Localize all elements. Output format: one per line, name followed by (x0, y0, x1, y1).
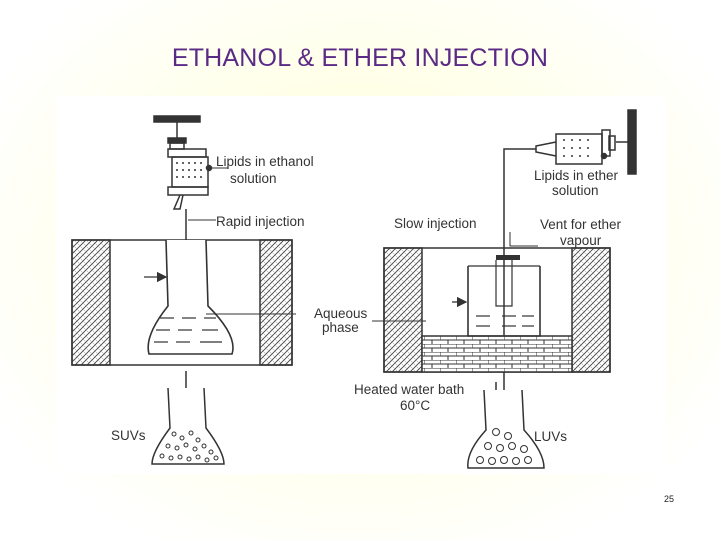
slow-injection-label: Slow injection (394, 216, 477, 231)
aqueous-label-1: Aqueous (314, 306, 368, 321)
ether-beaker (467, 266, 541, 337)
lipids-ethanol-label-2: solution (230, 171, 277, 186)
aqueous-label-2: phase (322, 320, 359, 335)
ether-beaker-liquid (476, 315, 534, 327)
lipids-ether-label-2: solution (552, 183, 599, 198)
luvs-label: LUVs (534, 429, 567, 444)
vent-pointer (509, 232, 538, 247)
ethanol-flask (147, 239, 234, 355)
diagram-panel: Lipids in ethanol solution Rapid injecti… (56, 96, 666, 474)
page-number: 25 (664, 494, 675, 504)
water-bath-label-2: 60°C (400, 398, 430, 413)
vent-label-2: vapour (560, 233, 602, 248)
vent-label-1: Vent for ether (540, 217, 622, 232)
ether-inner-tube (495, 260, 513, 307)
ethanol-injection-setup: Lipids in ethanol solution Rapid injecti… (71, 115, 426, 465)
suvs-label: SUVs (111, 428, 146, 443)
ether-syringe (503, 109, 637, 396)
ether-bath-insulation-left (383, 247, 423, 373)
luvs-tube (467, 389, 545, 469)
ether-vent-stopper (496, 255, 520, 260)
ethanol-flask-liquid (154, 317, 222, 343)
ethanol-bath-insulation-left (71, 239, 111, 366)
water-bath-label-1: Heated water bath (354, 382, 464, 397)
ether-syringe-dots (563, 139, 589, 157)
heated-water-bath (421, 335, 573, 373)
lipids-ether-label-1: Lipids in ether (534, 168, 619, 183)
ethanol-bath-insulation-right (259, 239, 293, 366)
ether-bath-insulation-right (571, 247, 611, 373)
rapid-injection-label: Rapid injection (216, 214, 305, 229)
ethanol-syringe-dots (176, 162, 202, 178)
suvs-vesicles (159, 430, 219, 463)
injection-diagram: Lipids in ethanol solution Rapid injecti… (71, 109, 637, 469)
ether-injection-setup: Lipids in ether solution Slow injection … (354, 109, 637, 469)
slide-title: ETHANOL & ETHER INJECTION (171, 44, 549, 72)
luvs-vesicles (476, 428, 532, 465)
lipids-ethanol-label-1: Lipids in ethanol (216, 154, 314, 169)
